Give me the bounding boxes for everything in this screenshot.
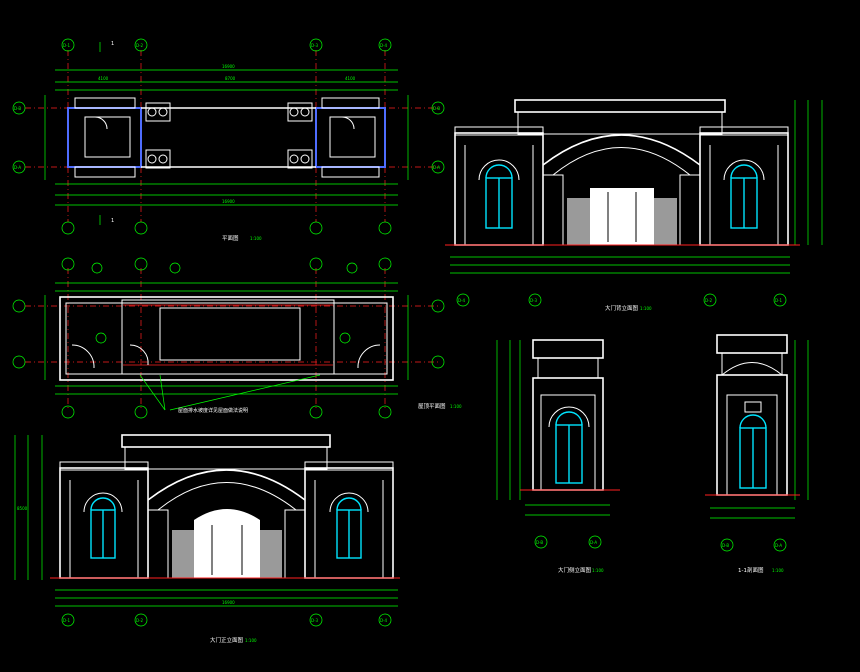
- plan-scale: 1:100: [250, 236, 262, 241]
- plan-title: 平面图: [222, 234, 239, 242]
- svg-text:1: 1: [111, 41, 114, 47]
- front-axis-1: D-1: [63, 618, 71, 623]
- front-axis-4: D-4: [380, 618, 388, 623]
- plan-row-a: D-A: [14, 165, 21, 170]
- plan-left-dim: 4100: [98, 76, 109, 81]
- section-axis-a: D-A: [775, 543, 782, 548]
- plan-axis-bubbles: D-1 D-2 D-3 D-4 D-B D-A D-B D-A: [12, 38, 445, 235]
- front-height-dim: 8500: [17, 506, 28, 511]
- front-title: 大门正立面图: [210, 636, 244, 644]
- side-axis-b: D-B: [536, 540, 543, 545]
- section-axis-b: D-B: [722, 543, 729, 548]
- plan-axis-1: D-1: [63, 43, 71, 48]
- section-1-1: D-B D-A 1-1剖面图 1:100: [705, 334, 809, 574]
- svg-text:1: 1: [111, 218, 114, 224]
- plan-axis-2: D-2: [136, 43, 144, 48]
- roof-plan: 屋面排水坡度详见屋面做法说明 屋顶平面图 1:100: [12, 257, 462, 419]
- side-elevation: D-B D-A 大门侧立面图 1:100: [496, 339, 620, 574]
- front-elevation: 16900 8500 D-1 D-2 D-3 D-4 大门正立面图 1:100: [14, 434, 400, 644]
- roof-note: 屋面排水坡度详见屋面做法说明: [178, 407, 248, 414]
- section-scale: 1:100: [772, 568, 784, 573]
- side-axis-a: D-A: [590, 540, 597, 545]
- plan-view: 16900 16900 4100 8700 4100: [12, 38, 445, 242]
- plan-overall-dim: 16900: [222, 64, 235, 69]
- front-overall-dim: 16900: [222, 600, 235, 605]
- plan-middle-dim: 8700: [225, 76, 236, 81]
- back-axis-4: D-1: [775, 298, 783, 303]
- plan-row-a-right: D-A: [433, 165, 440, 170]
- side-scale: 1:100: [592, 568, 604, 573]
- back-axis-2: D-3: [530, 298, 538, 303]
- side-title: 大门侧立面图: [558, 566, 592, 574]
- back-scale: 1:100: [640, 306, 652, 311]
- plan-row-b: D-B: [14, 106, 21, 111]
- back-elevation: D-4 D-3 D-2 D-1 大门背立面图 1:100: [445, 99, 823, 312]
- plan-axis-3: D-3: [311, 43, 319, 48]
- back-axis-1: D-4: [458, 298, 466, 303]
- roof-title: 屋顶平面图: [418, 402, 446, 410]
- front-scale: 1:100: [245, 638, 257, 643]
- front-axis-3: D-3: [311, 618, 319, 623]
- plan-axis-4: D-4: [380, 43, 388, 48]
- front-axis-2: D-2: [136, 618, 144, 623]
- roof-scale: 1:100: [450, 404, 462, 409]
- back-title: 大门背立面图: [605, 304, 639, 312]
- section-title: 1-1剖面图: [738, 566, 764, 574]
- plan-right-dim: 4100: [345, 76, 356, 81]
- plan-overall-dim-bottom: 16900: [222, 199, 235, 204]
- plan-row-b-right: D-B: [433, 106, 440, 111]
- back-axis-3: D-2: [705, 298, 713, 303]
